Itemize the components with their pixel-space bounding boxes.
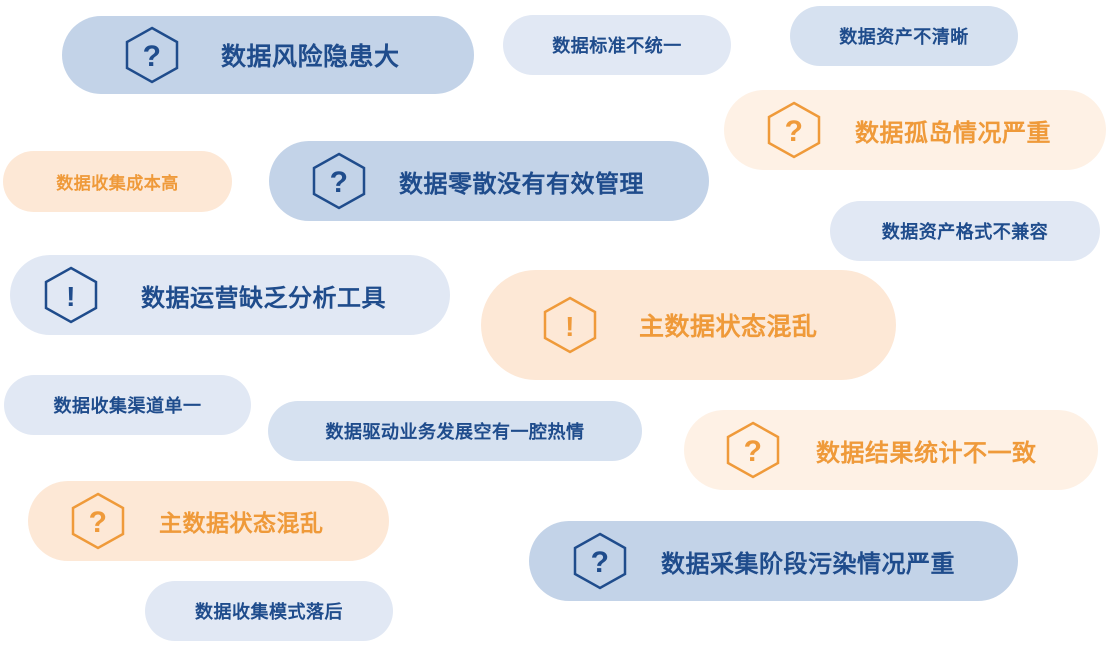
tag-master-data-small: ? 主数据状态混乱 — [28, 481, 389, 561]
tag-data-risk: ? 数据风险隐患大 — [62, 16, 474, 94]
tag-label: 数据资产格式不兼容 — [881, 222, 1049, 243]
tag-label: 数据运营缺乏分析工具 — [141, 283, 386, 312]
tag-stats-inconsistent: ? 数据结果统计不一致 — [684, 410, 1098, 490]
tag-label: 数据驱动业务发展空有一腔热情 — [325, 422, 585, 443]
svg-text:?: ? — [785, 115, 804, 148]
svg-text:?: ? — [89, 506, 108, 539]
tag-label: 数据风险隐患大 — [221, 42, 400, 71]
question-hexagon-icon: ? — [312, 152, 366, 210]
tag-collection-cost: 数据收集成本高 — [3, 151, 232, 212]
tag-label: 主数据状态混乱 — [639, 312, 818, 341]
tag-label: 数据标准不统一 — [552, 36, 682, 57]
question-hexagon-icon: ? — [125, 26, 179, 84]
svg-text:!: ! — [66, 281, 76, 312]
question-hexagon-icon: ? — [71, 492, 125, 550]
tag-label: 数据资产不清晰 — [839, 27, 969, 48]
tag-label: 数据零散没有有效管理 — [399, 169, 644, 198]
tag-data-island: ? 数据孤岛情况严重 — [724, 90, 1106, 170]
tag-label: 主数据状态混乱 — [159, 511, 324, 537]
tag-label: 数据收集模式落后 — [195, 602, 343, 623]
svg-text:?: ? — [143, 40, 162, 73]
exclamation-hexagon-icon: ! — [44, 266, 98, 324]
question-hexagon-icon: ? — [726, 421, 780, 479]
question-hexagon-icon: ? — [573, 532, 627, 590]
tag-label: 数据收集成本高 — [56, 174, 179, 194]
tag-label: 数据结果统计不一致 — [816, 438, 1037, 467]
svg-text:?: ? — [591, 546, 610, 579]
svg-text:!: ! — [565, 311, 575, 342]
tag-data-asset-unclear: 数据资产不清晰 — [790, 6, 1018, 66]
tag-collection-mode: 数据收集模式落后 — [145, 581, 393, 641]
exclamation-hexagon-icon: ! — [543, 296, 597, 354]
tag-data-standard: 数据标准不统一 — [503, 15, 731, 75]
svg-text:?: ? — [330, 166, 349, 199]
tag-master-data-large: ! 主数据状态混乱 — [481, 270, 896, 380]
svg-text:?: ? — [744, 435, 763, 468]
tag-ops-tools: ! 数据运营缺乏分析工具 — [10, 255, 450, 335]
tag-collection-pollution: ? 数据采集阶段污染情况严重 — [529, 521, 1018, 601]
tag-collection-channel: 数据收集渠道单一 — [4, 375, 251, 435]
tag-label: 数据采集阶段污染情况严重 — [661, 549, 955, 578]
tag-asset-format: 数据资产格式不兼容 — [830, 201, 1100, 261]
question-hexagon-icon: ? — [767, 101, 821, 159]
tag-data-driven: 数据驱动业务发展空有一腔热情 — [268, 401, 642, 461]
tag-label: 数据孤岛情况严重 — [855, 118, 1051, 147]
tag-data-scattered: ? 数据零散没有有效管理 — [269, 141, 709, 221]
tag-label: 数据收集渠道单一 — [53, 396, 202, 417]
